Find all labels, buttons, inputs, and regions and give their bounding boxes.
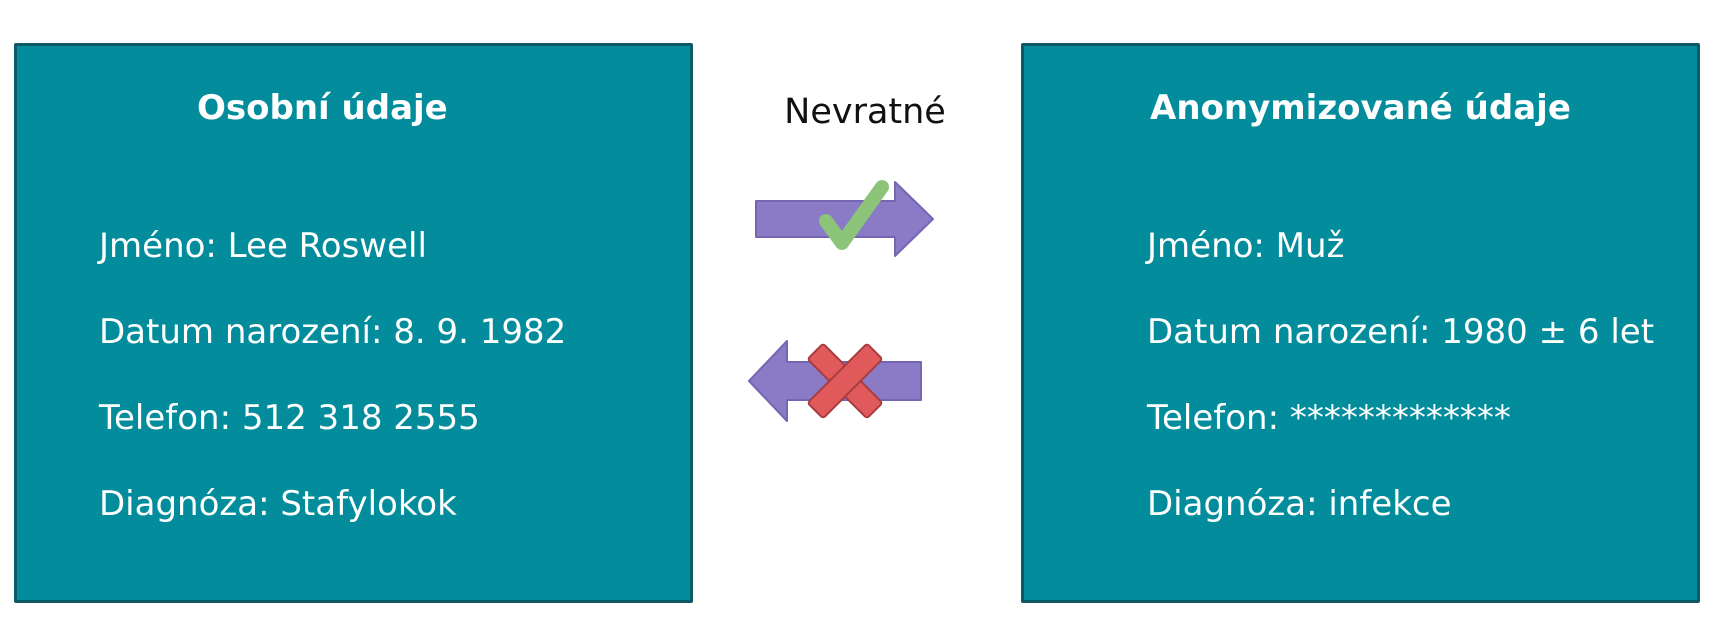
anonymized-diagnosis-field: Diagnóza: infekce (1147, 484, 1452, 524)
arrow-right-icon (755, 180, 934, 257)
personal-birthdate-field: Datum narození: 8. 9. 1982 (99, 312, 567, 352)
forward-arrow-shape (755, 181, 934, 257)
irreversible-label: Nevratné (784, 92, 946, 132)
personal-name-field: Jméno: Lee Roswell (99, 226, 427, 266)
anonymized-birthdate-field: Datum narození: 1980 ± 6 let (1147, 312, 1655, 352)
anonymized-phone-field: Telefon: ************* (1147, 398, 1511, 438)
anonymized-data-panel: Anonymizované údaje Jméno: Muž Datum nar… (1021, 43, 1700, 603)
personal-data-panel: Osobní údaje Jméno: Lee Roswell Datum na… (14, 43, 693, 603)
checkmark-icon (819, 180, 889, 250)
arrow-left-icon (748, 340, 922, 422)
personal-phone-field: Telefon: 512 318 2555 (99, 398, 480, 438)
anonymized-name-field: Jméno: Muž (1147, 226, 1345, 266)
personal-diagnosis-field: Diagnóza: Stafylokok (99, 484, 457, 524)
cross-icon (807, 343, 883, 419)
anonymized-data-title: Anonymizované údaje (1150, 88, 1571, 128)
personal-data-title: Osobní údaje (197, 88, 448, 128)
